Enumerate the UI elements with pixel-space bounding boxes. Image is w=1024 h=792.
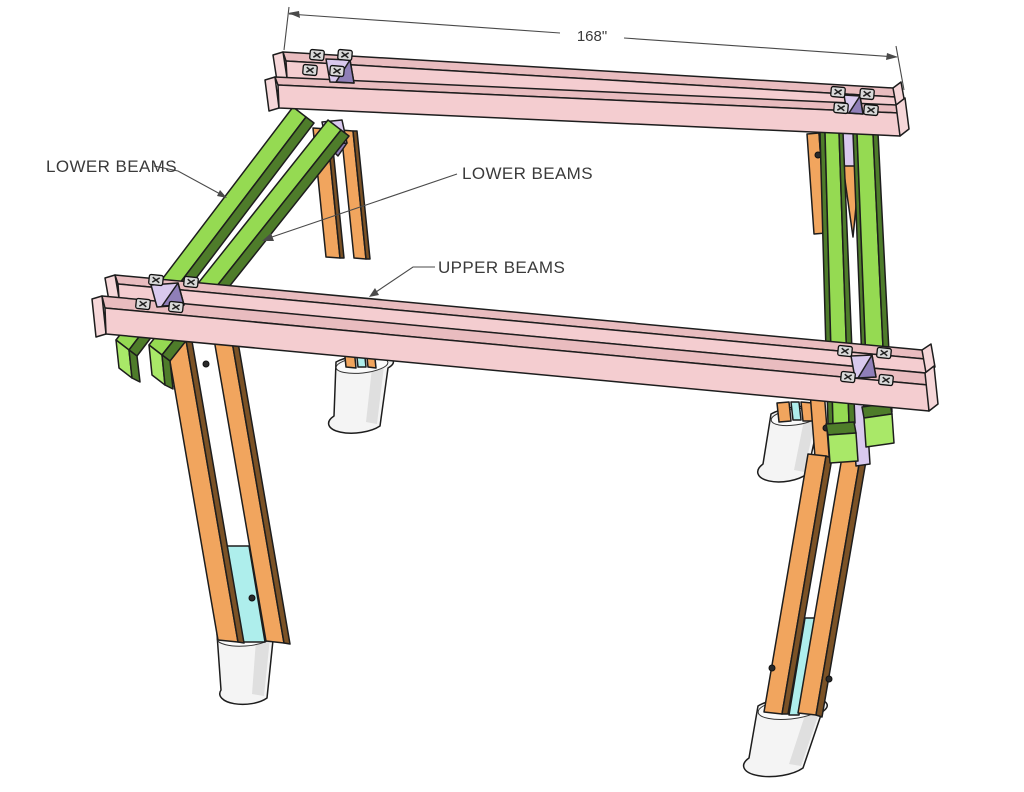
screw-washer <box>182 275 200 289</box>
lower-beams-right <box>819 131 895 467</box>
dimension-annotation: 168" <box>283 6 905 91</box>
upper-beams-back <box>264 48 910 137</box>
post-front-left <box>161 314 291 706</box>
arrowhead <box>262 233 274 241</box>
screw-washer <box>301 63 319 77</box>
bolt <box>825 675 833 683</box>
callout-lower-beams-right: LOWER BEAMS <box>262 164 593 241</box>
screw-washer <box>308 48 326 62</box>
dimension-line <box>623 37 898 58</box>
screw-washer <box>167 300 185 314</box>
screw-washer <box>839 370 857 384</box>
callout-lower-beams-left: LOWER BEAMS <box>46 157 227 198</box>
post-front-right <box>742 389 867 778</box>
arrowhead <box>288 11 300 18</box>
arrowhead <box>886 53 898 60</box>
screw-washer <box>877 373 895 387</box>
screw-washer <box>134 297 152 311</box>
dimension-line <box>288 13 561 34</box>
label-lower-beams-right: LOWER BEAMS <box>462 164 593 183</box>
screw-washer <box>336 48 354 62</box>
bolt <box>202 360 210 368</box>
dimension-text: 168" <box>577 28 607 45</box>
screw-washer <box>832 101 850 115</box>
screw-washer <box>836 344 854 358</box>
screw-washer <box>147 273 165 287</box>
extension-line <box>283 6 290 51</box>
label-upper-beams: UPPER BEAMS <box>438 258 565 277</box>
bolt <box>768 664 776 672</box>
screw-washer <box>875 346 893 360</box>
upper-beams-front <box>91 273 939 412</box>
callout-upper-beams: UPPER BEAMS <box>369 258 565 297</box>
screw-washer <box>328 64 346 78</box>
screw-washer <box>862 103 880 117</box>
bolt <box>248 594 256 602</box>
extension-line <box>895 45 905 91</box>
screw-washer <box>858 87 876 101</box>
arrowhead <box>369 288 379 297</box>
screw-washer <box>829 85 847 99</box>
arrowhead <box>217 190 227 198</box>
label-lower-beams-left: LOWER BEAMS <box>46 157 177 176</box>
